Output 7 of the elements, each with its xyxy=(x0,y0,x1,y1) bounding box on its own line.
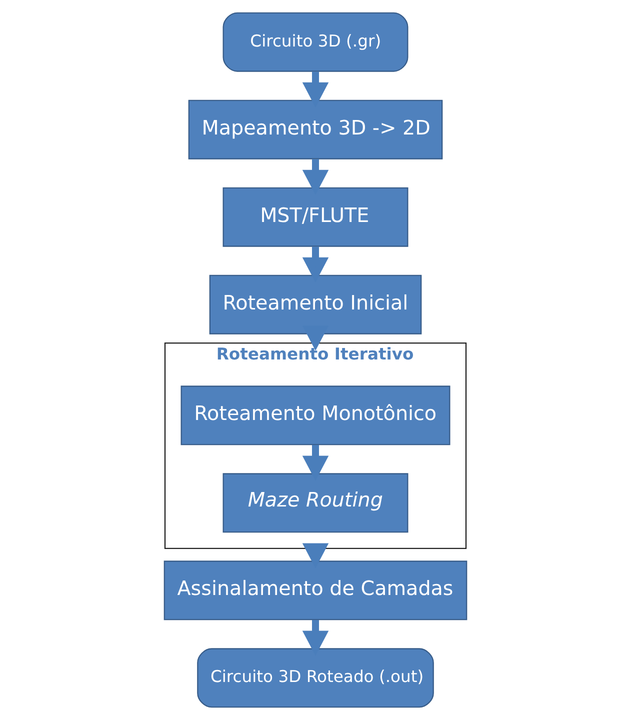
node-box: Mapeamento 3D -> 2D xyxy=(188,100,443,160)
node-box: Circuito 3D (.gr) xyxy=(222,12,408,72)
node-box: Maze Routing xyxy=(222,473,408,533)
node-box: Circuito 3D Roteado (.out) xyxy=(197,648,434,708)
node-box: Assinalamento de Camadas xyxy=(164,560,468,620)
node-box: MST/FLUTE xyxy=(222,187,408,247)
node-box: Roteamento Monotônico xyxy=(180,386,450,446)
